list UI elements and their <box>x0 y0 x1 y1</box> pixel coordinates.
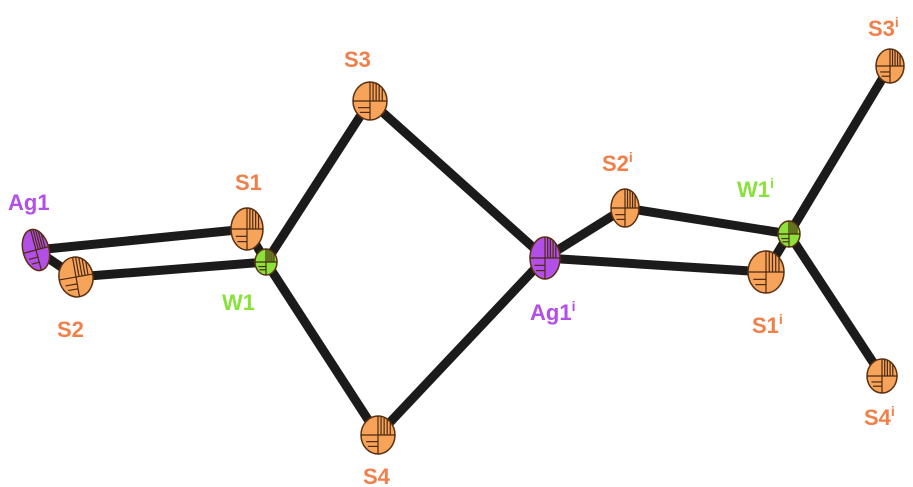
atom-s3 <box>352 81 388 121</box>
atom-ag1 <box>21 228 51 272</box>
atom-s4 <box>360 415 396 455</box>
atom-w1 <box>254 248 278 276</box>
bond-w1i-s3i <box>784 61 895 239</box>
atom-s1i <box>747 250 785 294</box>
label-ag1i-superscript: i <box>572 298 576 314</box>
label-s4i: S4i <box>864 403 895 430</box>
label-s3i-text: S3 <box>868 16 895 41</box>
bond-ag1-s1 <box>31 224 252 255</box>
label-s2i-superscript: i <box>629 149 633 165</box>
bond-ag1i-s1i <box>540 253 771 277</box>
bond-s4-ag1i <box>373 253 550 440</box>
label-w1i-text: W1 <box>737 177 770 202</box>
label-s2: S2 <box>57 317 84 342</box>
label-ag1i-text: Ag1 <box>530 300 572 325</box>
label-ag1-text: Ag1 <box>8 190 50 215</box>
label-s4i-text: S4 <box>864 405 892 430</box>
atom-s2i <box>610 188 640 228</box>
atom-s2 <box>58 256 94 298</box>
bonds-layer <box>31 61 895 440</box>
atom-ag1i <box>529 236 561 280</box>
label-s4-text: S4 <box>363 464 391 487</box>
bond-w1-s3 <box>261 96 375 267</box>
label-s1i-text: S1 <box>752 313 779 338</box>
label-s1: S1 <box>235 170 262 195</box>
label-s4: S4 <box>363 464 391 487</box>
label-s2i-text: S2 <box>602 151 629 176</box>
label-s2-text: S2 <box>57 317 84 342</box>
label-s1i-superscript: i <box>779 311 783 327</box>
atom-s4i <box>866 358 898 394</box>
bond-s3-ag1i <box>365 96 550 263</box>
label-w1-text: W1 <box>222 290 255 315</box>
label-ag1: Ag1 <box>8 190 50 215</box>
bond-s2-w1 <box>71 257 271 282</box>
label-s1i: S1i <box>752 311 783 338</box>
label-s3i: S3i <box>868 14 899 41</box>
bond-w1i-s4i <box>784 229 887 381</box>
atoms-layer <box>21 48 905 455</box>
label-w1i-superscript: i <box>770 175 774 191</box>
label-s3i-superscript: i <box>895 14 899 30</box>
label-s1-text: S1 <box>235 170 262 195</box>
atom-s1 <box>230 207 264 251</box>
bond-w1-s4 <box>261 257 383 440</box>
label-w1: W1 <box>222 290 255 315</box>
atom-s3i <box>875 48 905 84</box>
label-s2i: S2i <box>602 149 633 176</box>
label-s3-text: S3 <box>344 47 371 72</box>
atom-w1i <box>777 220 801 248</box>
label-w1i: W1i <box>737 175 774 202</box>
label-s3: S3 <box>344 47 371 72</box>
bond-s2i-w1i <box>620 203 794 239</box>
label-s4i-superscript: i <box>891 403 895 419</box>
label-ag1i: Ag1i <box>530 298 575 325</box>
